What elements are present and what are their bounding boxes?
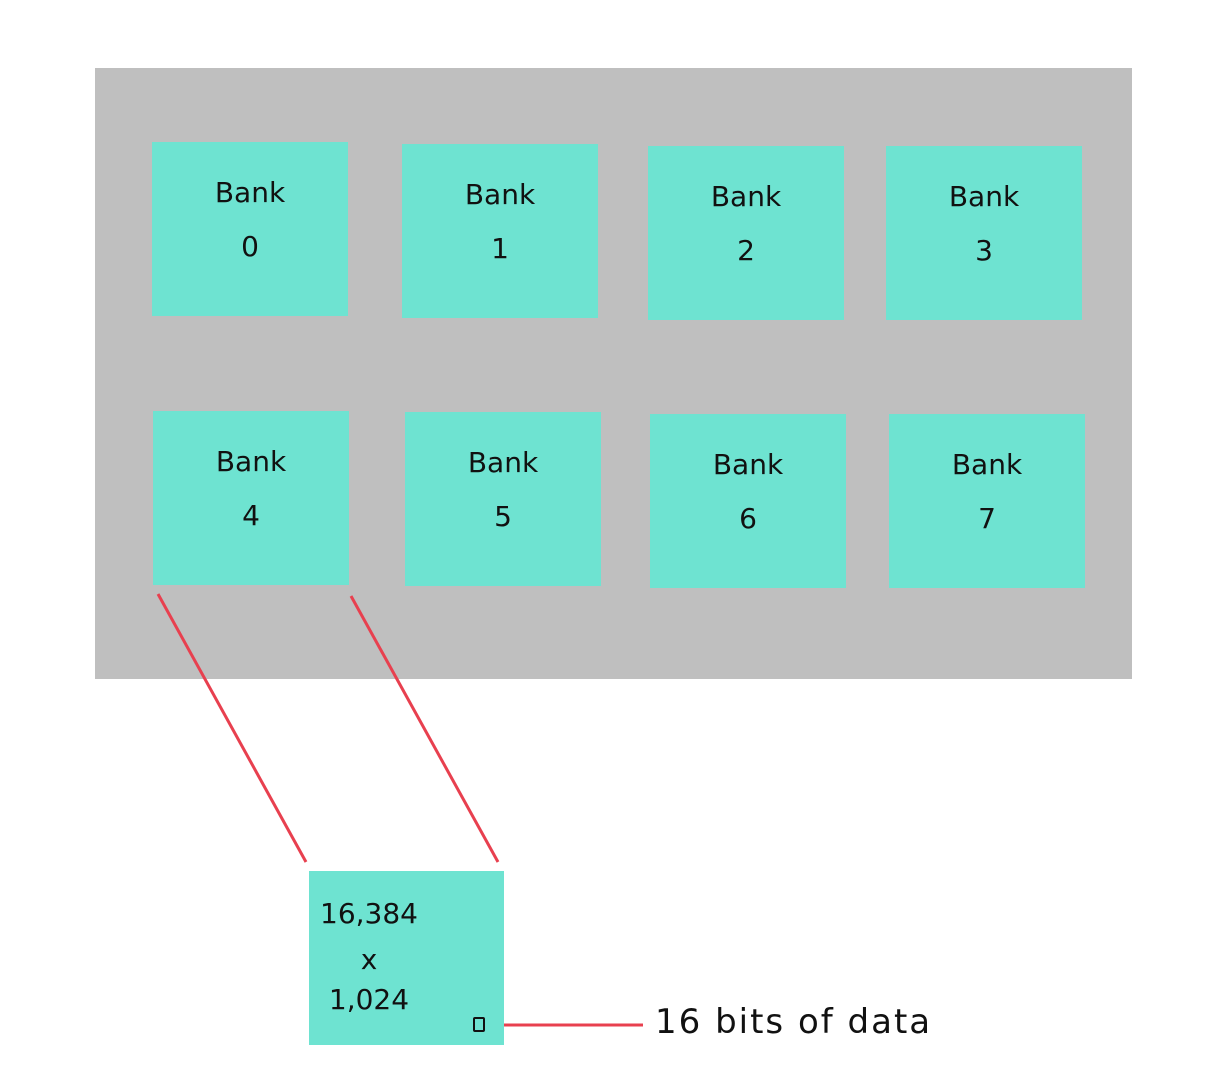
cell-note: 16 bits of data <box>655 1002 933 1042</box>
bank-label: Bank <box>467 446 539 479</box>
bank-number: 3 <box>975 234 993 267</box>
bank-6: Bank 6 <box>650 414 846 588</box>
bank-number: 4 <box>242 499 260 532</box>
bank-label: Bank <box>214 176 286 209</box>
bank-7: Bank 7 <box>889 414 1085 588</box>
bank-label: Bank <box>464 178 536 211</box>
bank-label: Bank <box>948 180 1020 213</box>
bank-number: 0 <box>241 230 259 263</box>
bank-label: Bank <box>951 448 1023 481</box>
bank-number: 7 <box>978 502 996 535</box>
detail-cols: 1,024 <box>328 983 410 1016</box>
bank-number: 5 <box>494 500 512 533</box>
bank-0: Bank 0 <box>152 142 348 316</box>
bank-4: Bank 4 <box>153 411 349 585</box>
detail-rows: 16,384 <box>320 897 418 930</box>
bank-number: 1 <box>491 232 509 265</box>
zoom-line-left <box>156 593 308 863</box>
detail-times: x <box>360 943 378 976</box>
bank-1: Bank 1 <box>402 144 598 318</box>
bank-3: Bank 3 <box>886 146 1082 320</box>
bank-5: Bank 5 <box>405 412 601 586</box>
bank-number: 2 <box>737 234 755 267</box>
cell-square-icon <box>473 1017 485 1032</box>
bank-detail: 16,384 x 1,024 <box>309 871 504 1045</box>
zoom-line-right <box>349 595 500 863</box>
bank-label: Bank <box>710 180 782 213</box>
bank-label: Bank <box>712 448 784 481</box>
bank-label: Bank <box>215 445 287 478</box>
bank-2: Bank 2 <box>648 146 844 320</box>
bank-number: 6 <box>739 502 757 535</box>
